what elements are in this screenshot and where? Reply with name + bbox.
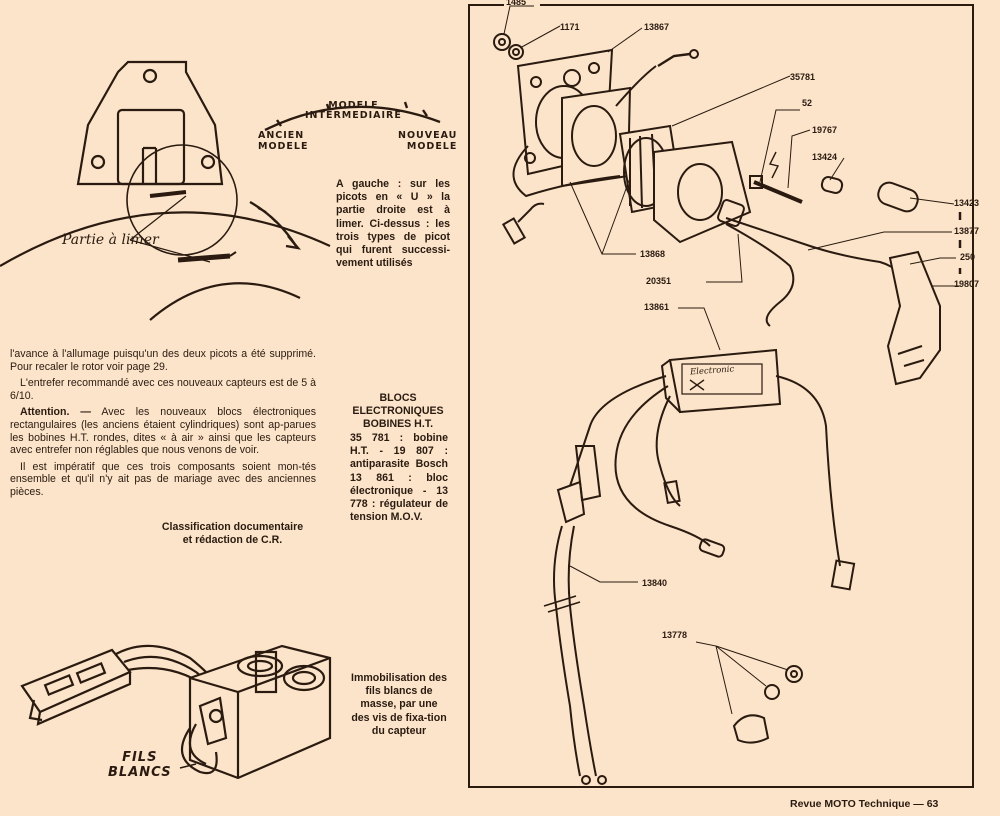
frame-right: [972, 4, 974, 788]
attention-lead: Attention. —: [20, 406, 92, 419]
part-250: 250: [960, 252, 976, 262]
frame-bottom: [468, 786, 974, 788]
fils-label-line-1: FILS: [122, 750, 158, 765]
frame-top: [468, 4, 504, 6]
part-19807: 19807: [954, 279, 980, 289]
part-1485: 1485: [506, 0, 527, 7]
frame-top-right: [540, 4, 974, 6]
part-13423: 13423: [954, 198, 980, 208]
part-13868: 13868: [640, 249, 666, 259]
exploded-view: [493, 5, 962, 785]
ancien-line-1: ANCIEN: [258, 130, 305, 141]
nouveau-modele-label: NOUVEAU MODELE: [398, 130, 457, 152]
modele-intermediaire-label: MODELE INTERMEDIAIRE: [305, 101, 402, 121]
part-13877: 13877: [954, 226, 980, 236]
part-13840: 13840: [642, 578, 668, 588]
part-20351: 20351: [646, 276, 672, 286]
fils-blancs-label: FILS BLANCS: [108, 750, 172, 780]
body-paragraph-2: L'entrefer recommandé avec ces nouveaux …: [10, 377, 316, 402]
blocs-title-3: BOBINES H.T.: [362, 418, 434, 431]
attention-rest: Avec les nouveaux blocs électroniques re…: [10, 406, 316, 457]
signature-line-2: et rédaction de C.R.: [182, 534, 283, 547]
caption-immobilisation: Immobilisation des fils blancs de masse,…: [351, 672, 447, 737]
nouveau-line-2: MODELE: [406, 141, 458, 152]
caption-blocs-title: BLOCS ELECTRONIQUES BOBINES H.T.: [348, 392, 448, 432]
caption-picots: A gauche : sur les picots en « U » la pa…: [336, 178, 450, 270]
page-footer: Revue MOTO Technique — 63: [790, 798, 939, 810]
part-13861: 13861: [644, 302, 670, 312]
part-35781: 35781: [790, 72, 816, 82]
blocs-title-1: BLOCS: [379, 392, 417, 404]
body-text: l'avance à l'allumage puisqu'un des deux…: [10, 348, 316, 503]
part-13424: 13424: [812, 152, 838, 162]
partie-a-limer-label: Partie à limer: [62, 232, 159, 248]
body-paragraph-4: Il est impératif que ces trois composant…: [10, 460, 316, 498]
part-1171: 1171: [560, 22, 580, 32]
fils-label-line-2: BLANCS: [108, 765, 172, 780]
frame-left: [468, 4, 470, 788]
picot-profiles-diagram: [264, 101, 441, 132]
body-paragraph-3: Attention. — Avec les nouveaux blocs éle…: [10, 406, 316, 456]
part-19767: 19767: [812, 125, 838, 135]
modele-intermediaire-line-2: INTERMEDIAIRE: [305, 110, 402, 121]
caption-blocs-text: 35 781 : bobine H.T. - 19 807 : antipara…: [350, 432, 448, 524]
part-13867: 13867: [644, 22, 670, 32]
part-52: 52: [802, 98, 813, 108]
ancien-line-2: MODELE: [258, 141, 309, 152]
signature-line-1: Classification documentaire: [161, 521, 304, 533]
blocs-title-2: ELECTRONIQUES: [352, 405, 444, 418]
connector-drawing: [20, 644, 332, 780]
ancien-modele-label: ANCIEN MODELE: [258, 130, 308, 152]
part-13778: 13778: [662, 630, 688, 640]
pickup-diagram: [0, 60, 331, 321]
signature: Classification documentaire et rédaction…: [150, 521, 315, 547]
nouveau-line-1: NOUVEAU: [398, 130, 458, 141]
body-paragraph-1: l'avance à l'allumage puisqu'un des deux…: [10, 348, 316, 373]
modele-intermediaire-line-1: MODELE: [328, 100, 379, 111]
